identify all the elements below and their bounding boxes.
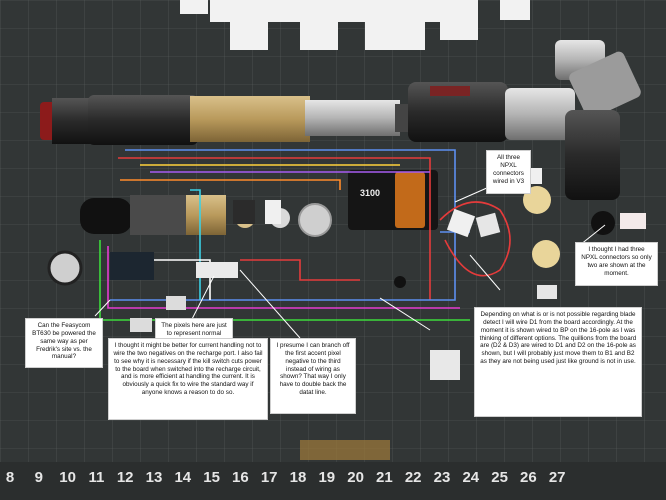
ruler-tick-11: 11	[88, 469, 105, 486]
ruler-tick-24: 24	[462, 469, 480, 486]
ruler-tick-12: 12	[116, 469, 134, 486]
ruler-tick-21: 21	[376, 469, 393, 486]
ruler-tick-18: 18	[289, 469, 307, 486]
note-npxl-two-shown: I thought I had three NPXL connectors so…	[575, 242, 658, 286]
ruler-tick-19: 19	[318, 469, 336, 486]
mat-print	[180, 0, 530, 50]
ruler-tick-9: 9	[34, 469, 43, 486]
ruler-tick-15: 15	[203, 469, 220, 486]
ruler-tick-10: 10	[59, 469, 76, 486]
note-blade-detect: Depending on what is or is not possible …	[474, 307, 642, 417]
ruler-tick-13: 13	[145, 469, 163, 486]
ruler-tick-20: 20	[347, 469, 364, 486]
ruler-tick-16: 16	[232, 469, 249, 486]
chassis-parts	[80, 170, 438, 237]
hilt-main-body	[40, 95, 415, 145]
ruler-tick-14: 14	[174, 469, 192, 486]
ruler-tick-26: 26	[520, 469, 537, 486]
npxl-connectors	[47, 168, 646, 460]
ruler-tick-17: 17	[260, 469, 278, 486]
ruler-tick-25: 25	[491, 469, 508, 486]
note-accent-pixel: I presume I can branch off the first acc…	[270, 338, 356, 414]
hilt-crossguard	[408, 40, 641, 200]
ruler-tick-27: 27	[548, 469, 566, 486]
note-npxl-wired: All three NPXL connectors wired in V3	[486, 150, 531, 194]
battery-label: 3100	[360, 188, 380, 198]
callout-lines	[94, 179, 606, 339]
ruler-tick-8: 8	[5, 469, 15, 486]
ruler-tick-23: 23	[433, 469, 451, 486]
note-current-handling: I thought it might be better for current…	[108, 338, 268, 420]
ruler-strip	[0, 462, 666, 500]
note-feasycom: Can the Feasycom BT630 be powered the sa…	[25, 318, 103, 368]
ruler-tick-22: 22	[404, 469, 422, 486]
